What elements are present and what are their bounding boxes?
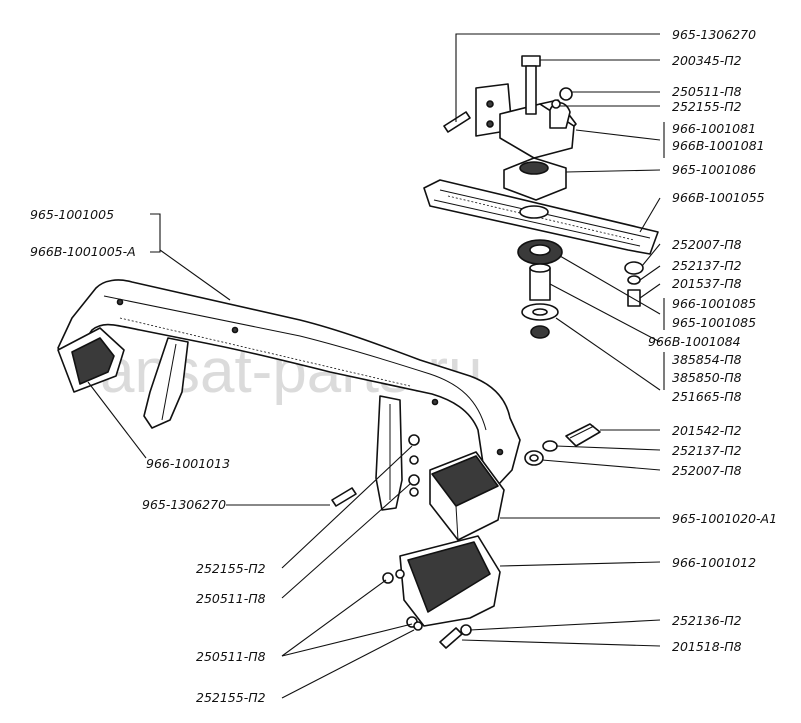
label-250511-p8-left: 250511-П8 xyxy=(196,591,266,606)
label-252007-p8-top: 252007-П8 xyxy=(672,237,742,252)
label-966b-1001055: 966В-1001055 xyxy=(672,190,765,205)
label-250511-p8-lower: 250511-П8 xyxy=(196,649,266,664)
rubber-pad-965-1001020 xyxy=(429,451,505,541)
label-252155-p2-left: 252155-П2 xyxy=(196,561,266,576)
cross-member-frame xyxy=(57,279,521,511)
mount-block-965-1001086 xyxy=(503,157,567,201)
label-201518-p8: 201518-П8 xyxy=(672,639,742,654)
leader-lines xyxy=(87,33,665,699)
label-966-1001085: 966-1001085 xyxy=(672,296,756,311)
label-252137-p2-mid: 252137-П2 xyxy=(672,443,742,458)
label-966-1001081: 966-1001081 xyxy=(672,121,756,136)
label-965-1001020-a1: 965-1001020-А1 xyxy=(672,511,777,526)
label-250511-p8-top: 250511-П8 xyxy=(672,84,742,99)
top-bracket xyxy=(475,83,577,159)
channel-bar-966b-1001055 xyxy=(423,179,659,255)
label-966b-1001081: 966В-1001081 xyxy=(672,138,765,153)
label-201542-p2: 201542-П2 xyxy=(672,423,742,438)
label-252155-p2-bottom: 252155-П2 xyxy=(196,690,266,705)
label-965-1001005: 965-1001005 xyxy=(30,207,114,222)
label-966b-1001084: 966В-1001084 xyxy=(648,334,741,349)
label-201537-p8: 201537-П8 xyxy=(672,276,742,291)
label-252137-p2-top: 252137-П2 xyxy=(672,258,742,273)
top-pin xyxy=(443,111,471,133)
label-965-1001086: 965-1001086 xyxy=(672,162,756,177)
label-252136-p2: 252136-П2 xyxy=(672,613,742,628)
label-965-1306270-top: 965-1306270 xyxy=(672,27,756,42)
label-965-1001085: 965-1001085 xyxy=(672,315,756,330)
bolt-201542 xyxy=(524,423,601,466)
label-966-1001012: 966-1001012 xyxy=(672,555,756,570)
top-bolt xyxy=(521,55,541,115)
spacer-stack xyxy=(517,239,563,339)
label-966-1001013: 966-1001013 xyxy=(146,456,230,471)
part-labels: 965-1306270 200345-П2 250511-П8 252155-П… xyxy=(30,27,777,705)
label-966b-1001005-a: 966В-1001005-А xyxy=(30,244,136,259)
bracket-washers xyxy=(408,434,420,497)
rubber-pad-966-1001012 xyxy=(399,535,501,627)
label-251665-p8: 251665-П8 xyxy=(672,389,742,404)
label-385854-p8: 385854-П8 xyxy=(672,352,742,367)
label-252007-p8-mid: 252007-П8 xyxy=(672,463,742,478)
label-965-1306270-left: 965-1306270 xyxy=(142,497,226,512)
label-385850-p8: 385850-П8 xyxy=(672,370,742,385)
top-nuts xyxy=(551,87,573,109)
pin-left xyxy=(331,487,357,507)
left-mount-pad xyxy=(57,327,125,393)
label-200345-p2: 200345-П2 xyxy=(672,53,742,68)
label-252155-p2-top: 252155-П2 xyxy=(672,99,742,114)
